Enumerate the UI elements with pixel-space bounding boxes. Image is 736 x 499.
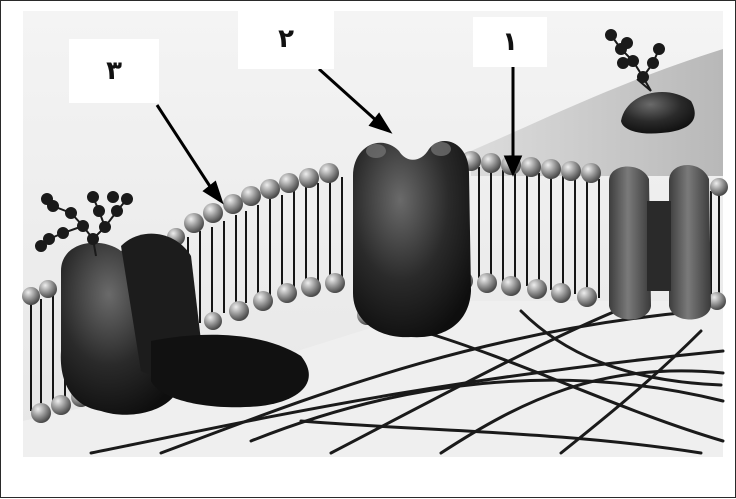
label-3-text: ٣ [106, 56, 122, 86]
label-box-1: ١ [473, 17, 547, 67]
label-2-text: ٢ [278, 24, 294, 54]
label-box-2: ٢ [238, 9, 334, 69]
label-1-text: ١ [502, 27, 518, 57]
channel-protein-icon [353, 141, 471, 337]
label-box-3: ٣ [69, 39, 159, 103]
